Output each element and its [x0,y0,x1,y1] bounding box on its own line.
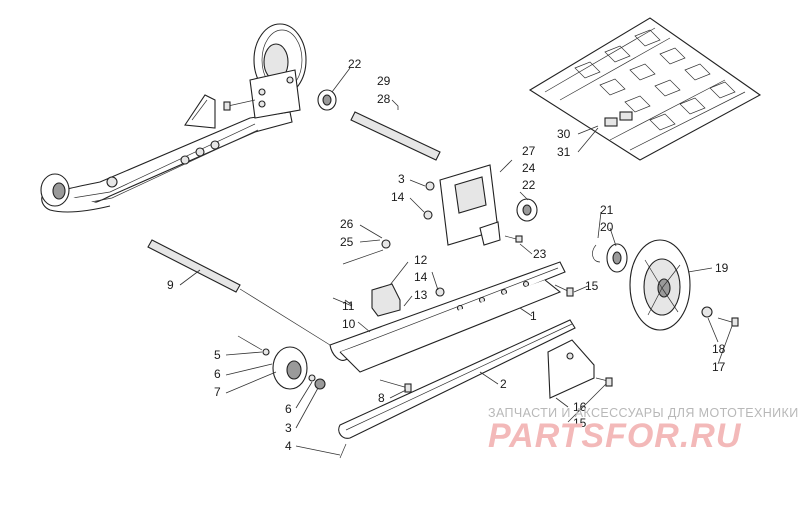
callout-14: 14 [391,190,405,204]
lower-slide-rail-1 [329,261,566,373]
stop-block-12 [332,239,574,459]
callout-25: 25 [340,235,354,249]
callout-26: 26 [340,217,354,231]
callout-6: 6 [285,402,292,416]
callout-12: 12 [414,253,428,267]
leader-lines [179,67,733,456]
front-wheel-7 [237,335,326,390]
callout-31: 31 [557,145,571,159]
callout-14: 14 [414,270,428,284]
callout-6: 6 [214,367,221,381]
callout-8: 8 [378,391,385,405]
watermark-logo: PARTSFOR.RU [488,417,742,455]
callout-29: 29 [377,74,391,88]
bracket-16 [547,339,613,399]
callout-15: 15 [585,279,599,293]
callout-18: 18 [712,342,726,356]
callout-30: 30 [557,127,571,141]
callout-19: 19 [715,261,729,275]
callout-5: 5 [214,348,221,362]
callout-21: 21 [600,203,614,217]
callout-17: 17 [712,360,726,374]
callout-7: 7 [214,385,221,399]
callout-22: 22 [348,57,362,71]
callout-16: 16 [573,400,587,414]
callout-3: 3 [285,421,292,435]
watermark-tagline: ЗАПЧАСТИ И АКСЕССУАРЫ ДЛЯ МОТОТЕХНИКИ [488,406,799,420]
mount-bracket-27 [423,164,538,246]
callout-10: 10 [342,317,356,331]
wear-strip-2 [338,319,576,439]
callout-4: 4 [285,439,292,453]
callout-23: 23 [533,247,547,261]
callout-2: 2 [500,377,507,391]
callout-28: 28 [377,92,391,106]
callout-24: 24 [522,161,536,175]
shaft-28 [317,89,441,161]
track-section [528,17,762,161]
callout-22: 22 [522,178,536,192]
callout-labels: 22 29 28 27 24 22 3 14 30 31 21 20 26 25… [167,57,729,453]
callout-3: 3 [398,172,405,186]
idler-wheel-19 [592,239,739,331]
watermark: ЗАПЧАСТИ И АКСЕССУАРЫ ДЛЯ МОТОТЕХНИКИ PA… [488,406,799,455]
callout-9: 9 [167,278,174,292]
callout-27: 27 [522,144,536,158]
shaft-9 [147,239,331,346]
callout-20: 20 [600,220,614,234]
callout-13: 13 [414,288,428,302]
callout-15: 15 [573,416,587,430]
upper-slide-rail-assembly [40,23,307,213]
callout-1: 1 [530,309,537,323]
callout-11: 11 [342,299,355,313]
